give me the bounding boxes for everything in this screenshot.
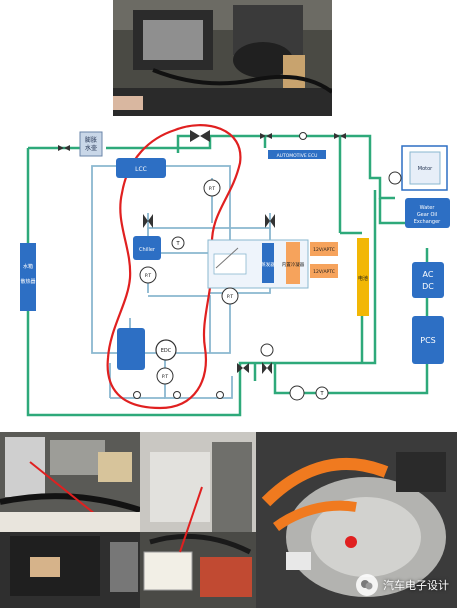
pt-sensor-2-label: P.T xyxy=(145,273,151,279)
temp-sensor-2-label: T xyxy=(319,391,324,397)
temp-sensor-1: T xyxy=(171,236,185,250)
accumulator xyxy=(117,328,145,370)
degas-tank-label-line1: 膨胀 xyxy=(85,136,97,144)
acdc-label-1: AC xyxy=(423,270,434,279)
pt-sensor-1: P.T xyxy=(203,179,221,197)
temp-sensor-2: T xyxy=(315,386,329,400)
bottom-right-photo-compressor: 汽车电子设计 xyxy=(256,432,457,608)
battery-label: 电池 xyxy=(358,275,368,282)
acdc-label-2: DC xyxy=(422,282,434,291)
internal-condenser-label: 内置冷凝器 xyxy=(282,261,305,268)
highlight-outline xyxy=(106,124,242,410)
evaporator-label: 蒸发器 xyxy=(261,261,275,268)
pump-icon xyxy=(289,385,305,401)
lcc-label: LCC xyxy=(135,166,147,173)
motor-pump-icon xyxy=(388,171,402,185)
acdc: AC DC xyxy=(412,262,444,298)
exchanger-label-1: Water xyxy=(420,205,436,211)
motor-label: Motor xyxy=(418,166,433,172)
ptc-bottom-label: 12V/APTC xyxy=(313,269,335,275)
pt-sensor-4-label: P.T xyxy=(162,374,168,380)
valve-icons xyxy=(58,130,346,374)
top-photo-engine-bay xyxy=(113,0,332,116)
watermark-text: 汽车电子设计 xyxy=(383,579,449,592)
radiator-label-2: 散热器 xyxy=(20,278,35,285)
bottom-inset-photo xyxy=(0,512,140,608)
motor: Motor xyxy=(388,145,448,191)
pcs-label: PCS xyxy=(420,336,436,345)
water-gear-oil-exchanger: Water Gear Oil Exchanger xyxy=(405,198,450,228)
temp-sensor-1-label: T xyxy=(175,241,180,247)
edc-label: EDC xyxy=(161,348,172,354)
pt-sensor-1-label: P.T xyxy=(209,186,215,192)
pipe-sensor-icons xyxy=(133,132,307,399)
pt-sensor-4: P.T xyxy=(156,367,174,385)
watermark: 汽车电子设计 xyxy=(356,574,449,596)
automotive-ecu-label: AUTOMOTIVE ECU xyxy=(277,153,318,159)
chiller: Chiller xyxy=(133,236,161,260)
radiator-label-1: 水箱 xyxy=(23,263,33,270)
pcs: PCS xyxy=(412,316,444,364)
radiator: 水箱 散热器 xyxy=(20,243,36,311)
battery: 电池 xyxy=(357,238,369,316)
chiller-label: Chiller xyxy=(139,247,156,253)
exchanger-label-2: Gear Oil xyxy=(417,212,437,218)
edc: EDC xyxy=(155,339,177,361)
degas-tank: 膨胀 水壶 xyxy=(79,131,103,157)
ptc-top-label: 12V/APTC xyxy=(313,247,335,253)
wechat-icon xyxy=(356,574,378,596)
thermal-system-diagram: 膨胀 水壶 LCC AUTOMOTIVE ECU Motor Water Gea… xyxy=(0,118,457,430)
pt-sensor-2: P.T xyxy=(139,266,157,284)
pt-sensor-3-label: P.T xyxy=(227,294,233,300)
pt-sensor-3: P.T xyxy=(221,287,239,305)
degas-tank-label-line2: 水壶 xyxy=(85,144,97,152)
automotive-ecu: AUTOMOTIVE ECU xyxy=(268,150,326,159)
bottom-middle-photo xyxy=(140,432,256,608)
hvac-module: 蒸发器 内置冷凝器 12V/APTC 12V/APTC xyxy=(207,239,338,289)
exchanger-label-3: Exchanger xyxy=(414,219,441,225)
lcc: LCC xyxy=(116,158,166,178)
pump-icon xyxy=(260,343,274,357)
